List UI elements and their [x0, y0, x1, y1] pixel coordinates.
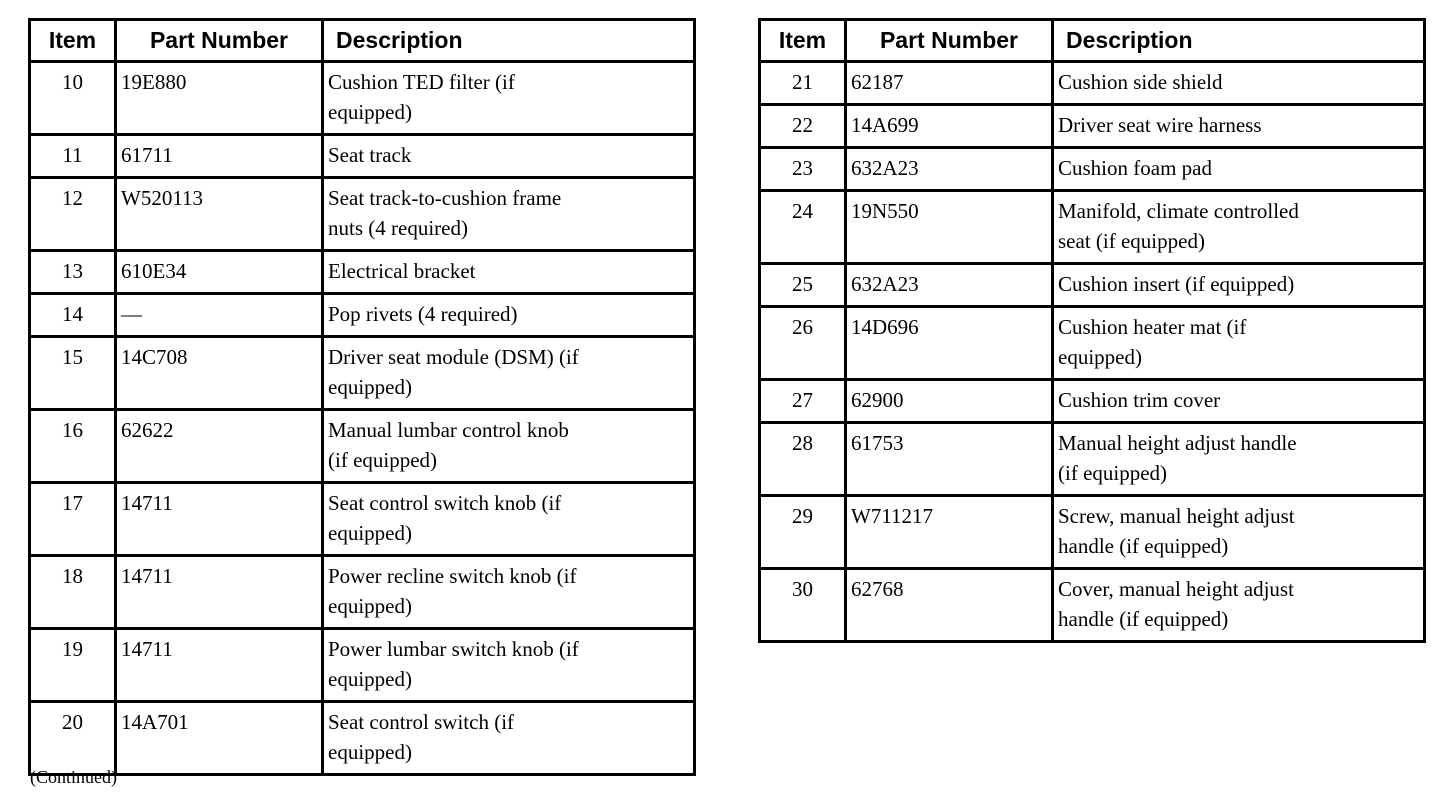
part-number-cell: 14711: [114, 554, 324, 630]
description-cell: Cushion insert (if equipped): [1051, 262, 1426, 308]
column-header-part-number: Part Number: [114, 18, 324, 63]
item-cell: 25: [758, 262, 847, 308]
column-header-description: Description: [1051, 18, 1426, 63]
part-number-cell: 62622: [114, 408, 324, 484]
part-number-cell: 14D696: [844, 305, 1054, 381]
description-cell: Screw, manual height adjust handle (if e…: [1051, 494, 1426, 570]
item-cell: 26: [758, 305, 847, 381]
description-cell: Power recline switch knob (if equipped): [321, 554, 696, 630]
item-cell: 10: [28, 60, 117, 136]
part-number-cell: 632A23: [844, 262, 1054, 308]
part-number-cell: 19N550: [844, 189, 1054, 265]
part-number-cell: 62187: [844, 60, 1054, 106]
item-cell: 28: [758, 421, 847, 497]
description-cell: Manual lumbar control knob (if equipped): [321, 408, 696, 484]
description-cell: Cushion side shield: [1051, 60, 1426, 106]
item-cell: 27: [758, 378, 847, 424]
item-cell: 16: [28, 408, 117, 484]
description-cell: Cover, manual height adjust handle (if e…: [1051, 567, 1426, 643]
description-cell: Driver seat module (DSM) (if equipped): [321, 335, 696, 411]
part-number-cell: 14A699: [844, 103, 1054, 149]
part-number-cell: W711217: [844, 494, 1054, 570]
part-number-cell: 19E880: [114, 60, 324, 136]
part-number-cell: 14711: [114, 481, 324, 557]
column-header-item: Item: [28, 18, 117, 63]
part-number-cell: —: [114, 292, 324, 338]
item-cell: 20: [28, 700, 117, 776]
part-number-cell: 14C708: [114, 335, 324, 411]
table-row: 14—Pop rivets (4 required): [28, 292, 696, 338]
header-row: Item Part Number Description: [758, 18, 1426, 63]
description-cell: Cushion foam pad: [1051, 146, 1426, 192]
column-header-description: Description: [321, 18, 696, 63]
part-number-cell: 14A701: [114, 700, 324, 776]
description-cell: Cushion TED filter (if equipped): [321, 60, 696, 136]
item-cell: 12: [28, 176, 117, 252]
description-cell: Manual height adjust handle (if equipped…: [1051, 421, 1426, 497]
column-header-part-number: Part Number: [844, 18, 1054, 63]
part-number-cell: W520113: [114, 176, 324, 252]
item-cell: 14: [28, 292, 117, 338]
part-number-cell: 61753: [844, 421, 1054, 497]
item-cell: 21: [758, 60, 847, 106]
item-cell: 30: [758, 567, 847, 643]
part-number-cell: 62768: [844, 567, 1054, 643]
description-cell: Seat track: [321, 133, 696, 179]
item-cell: 23: [758, 146, 847, 192]
description-cell: Seat control switch knob (if equipped): [321, 481, 696, 557]
part-number-cell: 610E34: [114, 249, 324, 295]
item-cell: 18: [28, 554, 117, 630]
header-row: Item Part Number Description: [28, 18, 696, 63]
description-cell: Pop rivets (4 required): [321, 292, 696, 338]
part-number-cell: 61711: [114, 133, 324, 179]
column-header-item: Item: [758, 18, 847, 63]
item-cell: 22: [758, 103, 847, 149]
description-cell: Driver seat wire harness: [1051, 103, 1426, 149]
description-cell: Power lumbar switch knob (if equipped): [321, 627, 696, 703]
continued-note: (Continued): [30, 767, 117, 787]
description-cell: Cushion trim cover: [1051, 378, 1426, 424]
item-cell: 11: [28, 133, 117, 179]
description-cell: Cushion heater mat (if equipped): [1051, 305, 1426, 381]
item-cell: 29: [758, 494, 847, 570]
item-cell: 15: [28, 335, 117, 411]
item-cell: 24: [758, 189, 847, 265]
part-number-cell: 632A23: [844, 146, 1054, 192]
item-cell: 17: [28, 481, 117, 557]
description-cell: Seat control switch (if equipped): [321, 700, 696, 776]
part-number-cell: 14711: [114, 627, 324, 703]
part-number-cell: 62900: [844, 378, 1054, 424]
description-cell: Seat track-to-cushion frame nuts (4 requ…: [321, 176, 696, 252]
item-cell: 13: [28, 249, 117, 295]
description-cell: Manifold, climate controlled seat (if eq…: [1051, 189, 1426, 265]
item-cell: 19: [28, 627, 117, 703]
description-cell: Electrical bracket: [321, 249, 696, 295]
